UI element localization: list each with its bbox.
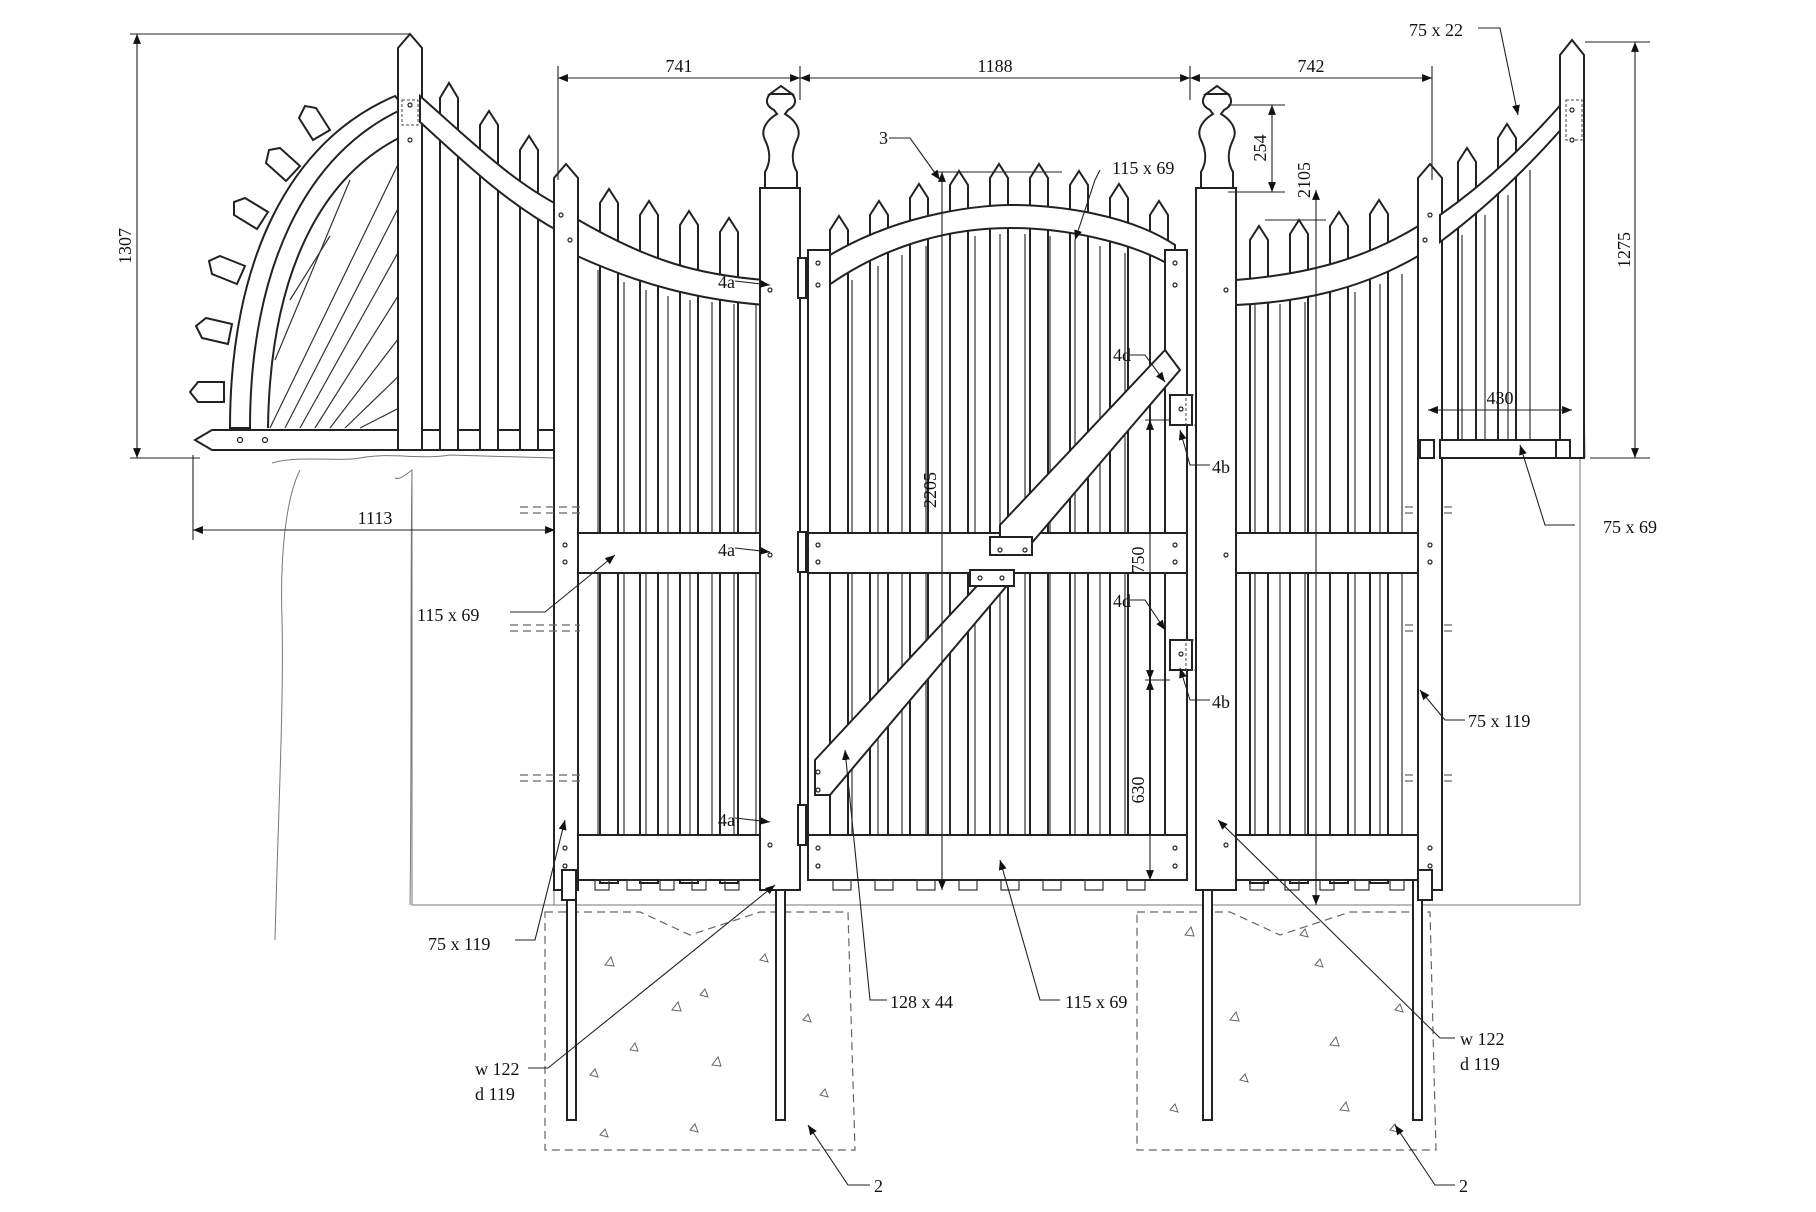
left-fence-panel — [510, 162, 1455, 901]
dim-left-arch-width: 1113 — [358, 508, 393, 528]
marker-footing-left: 2 — [874, 1176, 883, 1196]
callout-picket-top: 75 x 22 — [1409, 20, 1463, 40]
dim-right-section-height: 1275 — [1614, 232, 1634, 268]
callout-right-footing-w: w 122 — [1460, 1029, 1505, 1049]
callout-left-footing-d: d 119 — [475, 1084, 515, 1104]
marker-latch-lower-b: 4b — [1212, 692, 1230, 712]
callout-left-post: 75 x 119 — [428, 934, 490, 954]
dim-gate-height: 2205 — [920, 472, 940, 508]
double-gate — [797, 162, 1205, 891]
dim-post-height: 2105 — [1294, 162, 1314, 198]
dim-left-panel-width: 741 — [666, 56, 693, 76]
dimension-labels: 741 1188 742 1307 1275 254 2105 2205 750… — [115, 56, 1634, 804]
marker-labels: 4a 4a 4a 4d 4b 4d 4b 3 2 2 — [718, 128, 1468, 1196]
dim-right-panel-width: 742 — [1298, 56, 1325, 76]
callout-right-bottom-rail: 75 x 69 — [1603, 517, 1657, 537]
dim-latch-upper-height: 750 — [1128, 547, 1148, 574]
marker-footing-right: 2 — [1459, 1176, 1468, 1196]
callout-gate-arch-rail: 115 x 69 — [1112, 158, 1174, 178]
marker-latch-upper-d: 4d — [1113, 345, 1131, 365]
dim-right-extension-width: 430 — [1487, 388, 1514, 408]
marker-hinge-middle: 4a — [718, 540, 735, 560]
left-fence-pickets — [439, 81, 539, 451]
left-gate-post — [759, 84, 801, 891]
callout-right-post: 75 x 119 — [1468, 711, 1530, 731]
callout-left-footing-w: w 122 — [475, 1059, 520, 1079]
right-extension-panel — [1419, 38, 1585, 459]
left-arch-panel — [188, 94, 556, 451]
marker-picket-ref: 3 — [879, 128, 888, 148]
dimension-lines — [130, 33, 1650, 905]
marker-hinge-lower: 4a — [718, 810, 735, 830]
callout-labels: 75 x 22 115 x 69 115 x 69 75 x 69 75 x 1… — [417, 20, 1657, 1104]
dim-latch-lower-height: 630 — [1128, 777, 1148, 804]
marker-latch-upper-b: 4b — [1212, 457, 1230, 477]
right-fence-panel — [1235, 162, 1443, 901]
left-tall-post — [397, 32, 423, 451]
callout-right-footing-d: d 119 — [1460, 1054, 1500, 1074]
marker-hinge-upper: 4a — [718, 272, 735, 292]
concrete-aggregate — [589, 925, 1404, 1138]
callout-brace: 128 x 44 — [890, 992, 953, 1012]
leader-lines — [510, 27, 1575, 1186]
right-gate-post — [1195, 84, 1237, 891]
callout-gate-bottom-rail: 115 x 69 — [1065, 992, 1127, 1012]
dim-left-arch-height: 1307 — [115, 228, 135, 264]
dim-finial-height: 254 — [1250, 135, 1270, 162]
dim-gate-width: 1188 — [977, 56, 1012, 76]
marker-latch-lower-d: 4d — [1113, 591, 1131, 611]
callout-left-mid-rail: 115 x 69 — [417, 605, 479, 625]
